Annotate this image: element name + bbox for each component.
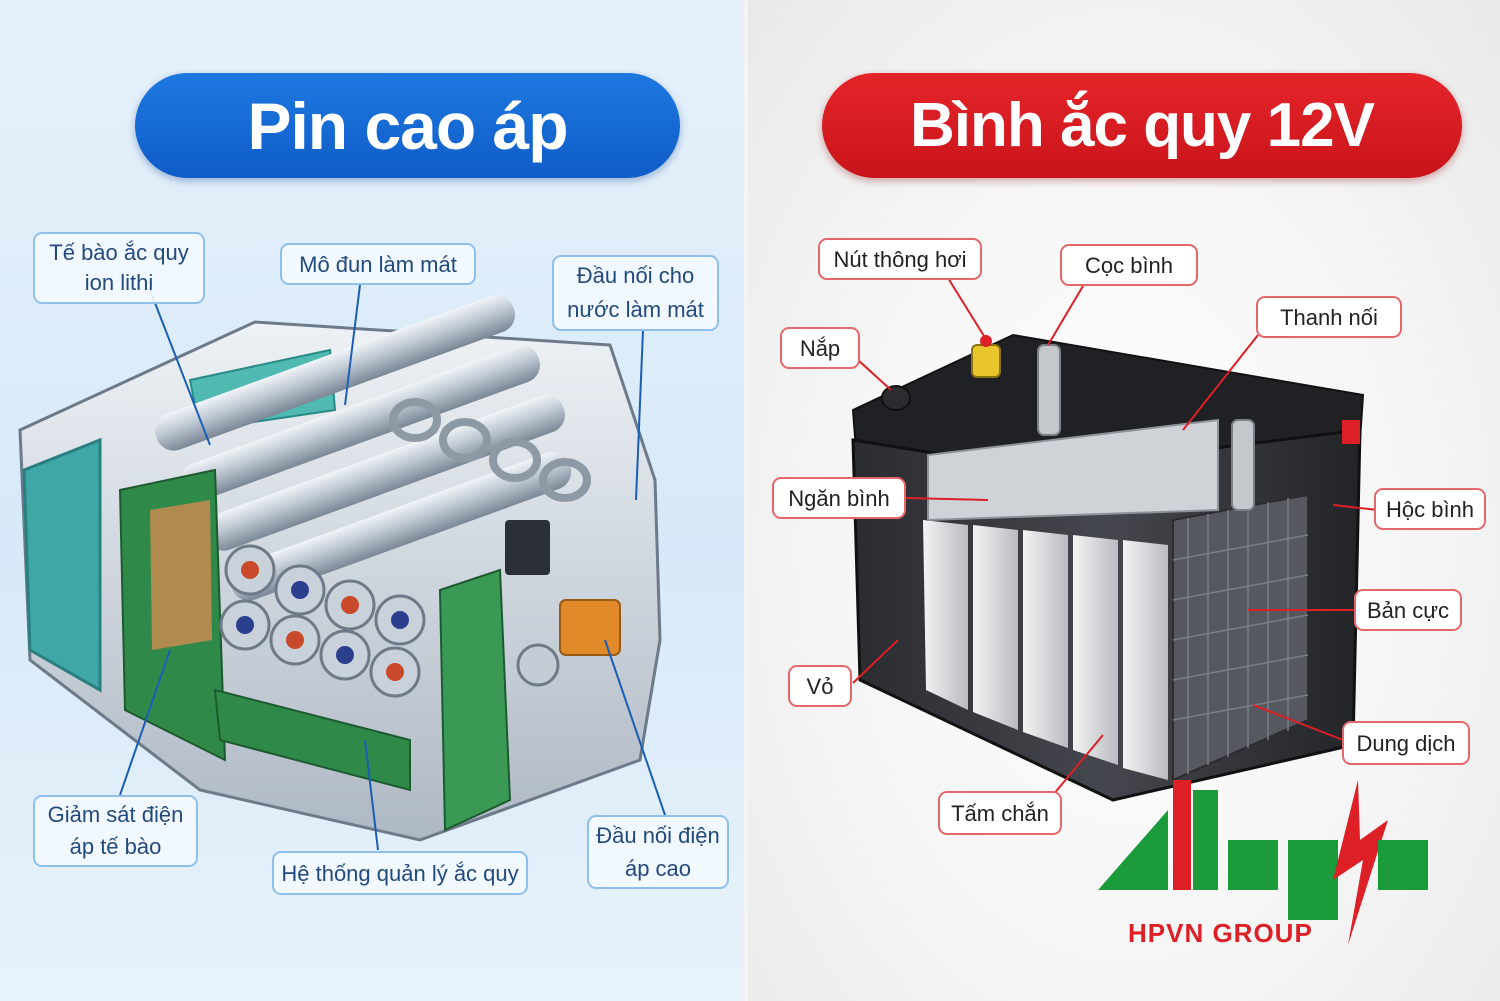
left-panel: Pin cao áp Tế bào ắc quy ion lithi Mô đu… xyxy=(0,0,744,1001)
label-cooling-module: Mô đun làm mát xyxy=(280,243,476,285)
lead-acid-battery-illustration xyxy=(851,277,1428,945)
plate-grid xyxy=(1172,493,1309,782)
terminal-post-right xyxy=(1231,419,1255,511)
label-coolant-connector: Đầu nối cho nước làm mát xyxy=(552,255,719,331)
cell-rows xyxy=(155,295,572,601)
cell xyxy=(155,295,516,451)
right-panel: Bình ắc quy 12V Nút thông hơi Cọc bình T… xyxy=(748,0,1500,1001)
label-plate: Bản cực xyxy=(1354,589,1462,631)
label-hv-connector: Đầu nối điện áp cao xyxy=(587,815,729,889)
end-cap xyxy=(22,437,102,693)
label-case: Vỏ xyxy=(788,665,852,707)
vent-plug-icon xyxy=(971,344,1001,378)
hpvn-logo xyxy=(1098,780,1428,945)
title-hv-battery: Pin cao áp xyxy=(135,73,680,178)
vent-plug-tip xyxy=(980,335,992,347)
busbar-plate xyxy=(150,500,212,650)
coolant-rings xyxy=(389,398,591,502)
red-terminal-cap xyxy=(1342,420,1360,444)
label-cell-voltage-monitor: Giảm sát điện áp tế bào xyxy=(33,795,198,867)
label-terminal-post: Cọc bình xyxy=(1060,244,1198,286)
hv-battery-illustration xyxy=(18,284,666,851)
cell-compartments xyxy=(923,520,1168,780)
label-connector-bar: Thanh nối xyxy=(1256,296,1402,338)
label-cell-divider: Ngăn bình xyxy=(772,477,906,519)
lid-cap xyxy=(881,385,911,411)
panel-divider xyxy=(744,0,748,1001)
hv-connector-block xyxy=(559,599,621,656)
coolant-connector-block xyxy=(505,520,550,575)
bms-board xyxy=(213,688,411,792)
cell xyxy=(230,451,572,601)
cell xyxy=(180,345,541,501)
terminal-post-left xyxy=(1037,344,1061,436)
round-port xyxy=(516,643,560,687)
leader-lines xyxy=(119,284,666,851)
label-separator: Tấm chắn xyxy=(938,791,1062,835)
label-cell-compartment: Hộc bình xyxy=(1374,488,1486,530)
leader-lines-red xyxy=(852,277,1379,796)
label-electrolyte: Dung dịch xyxy=(1342,721,1470,765)
cell-end-faces xyxy=(219,544,426,698)
label-lid: Nắp xyxy=(780,327,860,369)
brand-name: HPVN GROUP xyxy=(1128,918,1313,948)
cell xyxy=(205,395,566,551)
grid-lines xyxy=(1172,498,1309,774)
right-board xyxy=(438,568,512,832)
title-12v-battery: Bình ắc quy 12V xyxy=(822,73,1462,178)
label-lithium-ion-cell: Tế bào ắc quy ion lithi xyxy=(33,232,205,304)
label-vent-plug: Nút thông hơi xyxy=(818,238,982,280)
label-battery-management-system: Hệ thống quản lý ắc quy xyxy=(272,851,528,895)
